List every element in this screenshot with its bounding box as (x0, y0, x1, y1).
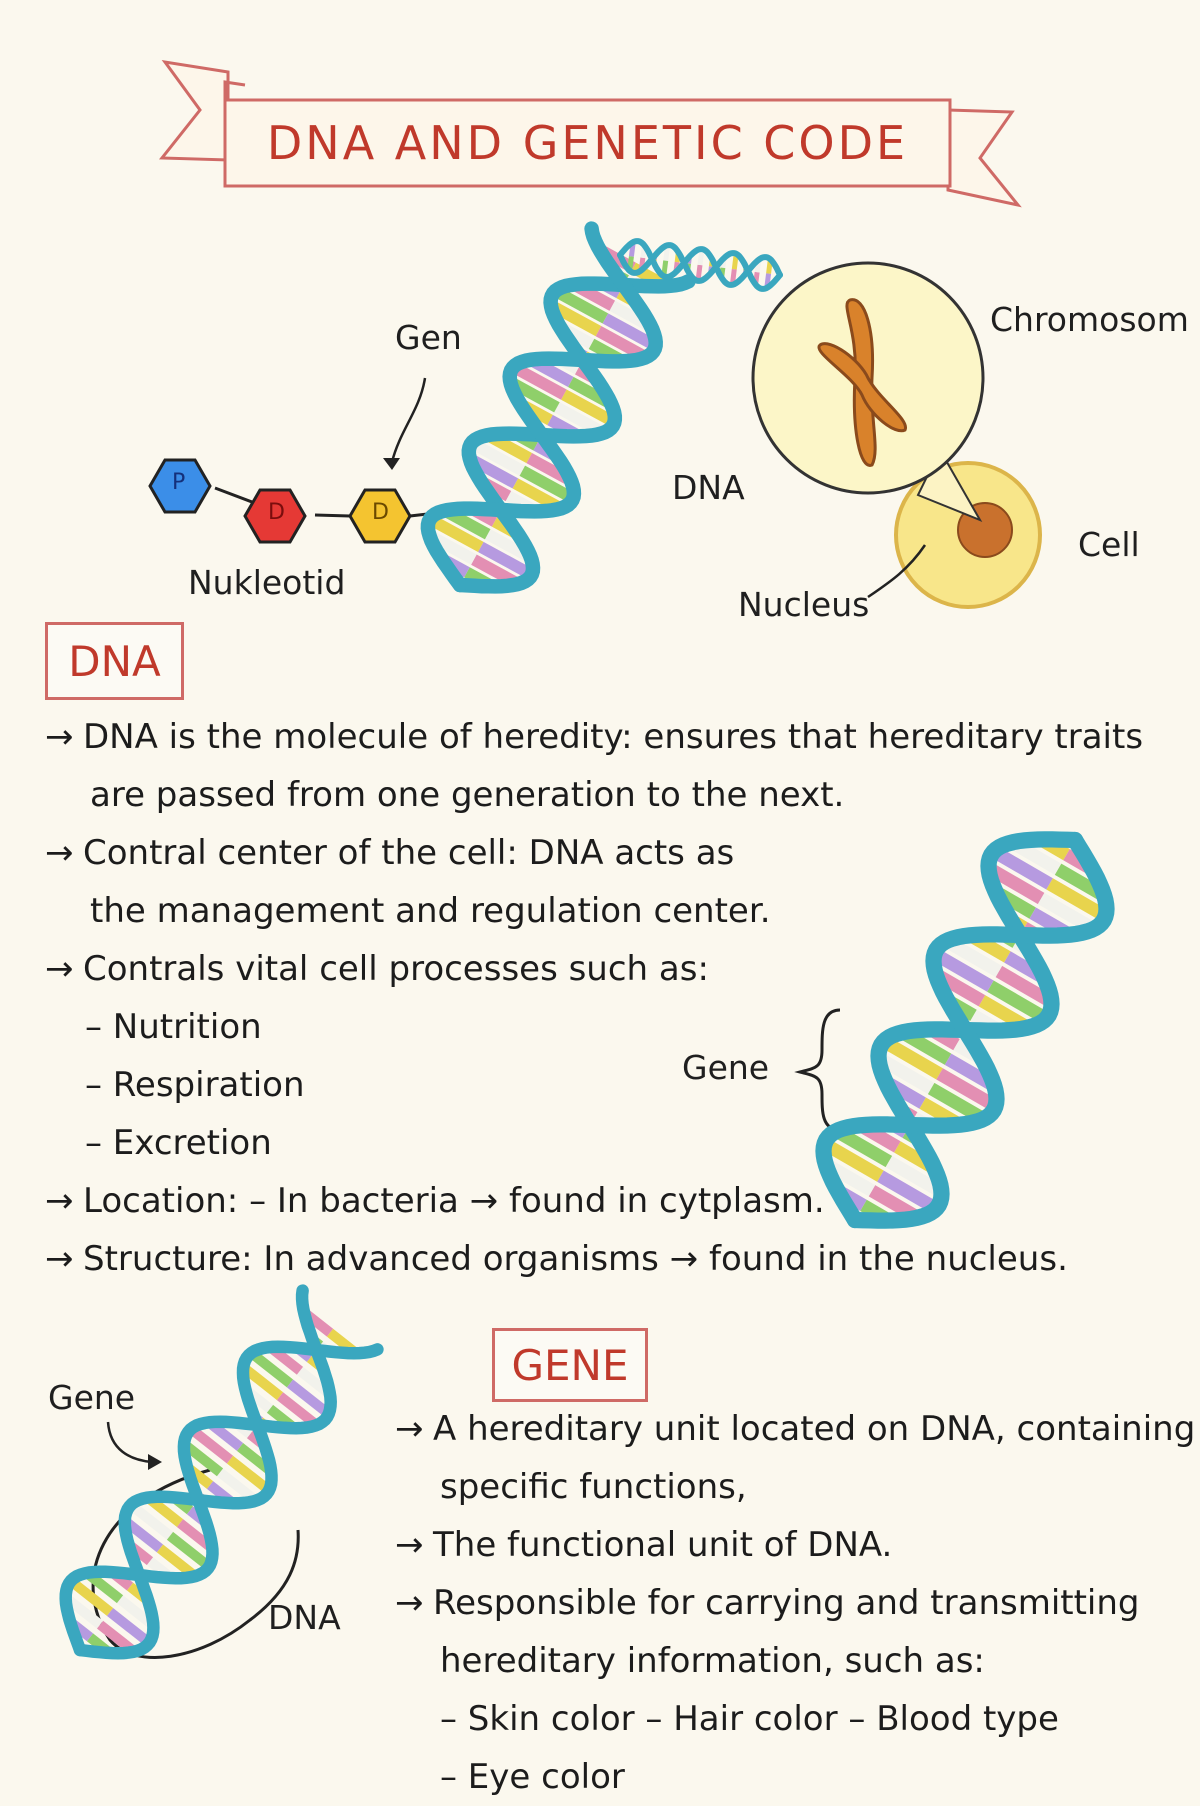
bullet-text: Contral center of the cell: DNA acts as (83, 833, 734, 873)
hexagon-d2-label: D (372, 500, 389, 525)
bullet-text: Structure: In advanced organisms → found… (83, 1239, 1068, 1279)
bullet-row: →A hereditary unit located on DNA, conta… (395, 1400, 1195, 1458)
page-title: DNA AND GENETIC CODE (225, 103, 950, 183)
bullet-continuation: specific functions, (395, 1458, 1195, 1516)
gen-arrowhead-icon (383, 458, 400, 470)
sub-item-respiration: – Respiration (45, 1056, 1143, 1114)
trait-eye-color: – Eye color (395, 1748, 1195, 1806)
bullet-row: →The functional unit of DNA. (395, 1516, 1195, 1574)
bullet-text: A hereditary unit located on DNA, contai… (433, 1409, 1195, 1449)
gene-bullet-list: →A hereditary unit located on DNA, conta… (395, 1400, 1195, 1806)
arrow-icon: → (45, 1172, 83, 1230)
bullet-text: Contrals vital cell processes such as: (83, 949, 709, 989)
bullet-text: DNA is the molecule of heredity: ensures… (83, 717, 1143, 757)
bullet-row: →Contrals vital cell processes such as: (45, 940, 1143, 998)
dna-bullet-list: →DNA is the molecule of heredity: ensure… (45, 708, 1143, 1288)
hexagon-d1-label: D (268, 500, 285, 525)
arrow-icon: → (45, 824, 83, 882)
bullet-row: →DNA is the molecule of heredity: ensure… (45, 708, 1143, 766)
dna-helix-top-icon (428, 229, 689, 587)
bullet-continuation: the management and regulation center. (45, 882, 1143, 940)
gene-bottom-pointer-arrow (108, 1422, 152, 1462)
bullet-text: Responsible for carrying and transmittin… (433, 1583, 1140, 1623)
chromosome-label: Chromosom (990, 300, 1189, 339)
gene-section-heading: GENE (492, 1328, 648, 1402)
gene-bottom-label: Gene (48, 1378, 135, 1417)
bullet-row: →Structure: In advanced organisms → foun… (45, 1230, 1143, 1288)
arrow-icon: → (45, 940, 83, 998)
arrow-icon: → (395, 1400, 433, 1458)
dna-label: DNA (672, 468, 745, 507)
gene-bottom-arrowhead-icon (148, 1454, 162, 1470)
cell-label: Cell (1078, 525, 1140, 564)
nucleus-label: Nucleus (738, 585, 869, 624)
bullet-continuation: hereditary information, such as: (395, 1632, 1195, 1690)
dna-section-heading: DNA (45, 622, 184, 700)
sub-item-nutrition: – Nutrition (45, 998, 1143, 1056)
sub-item-excretion: – Excretion (45, 1114, 1143, 1172)
bullet-text: Location: – In bacteria → found in cytpl… (83, 1181, 825, 1221)
bullet-row: →Contral center of the cell: DNA acts as (45, 824, 1143, 882)
nucleotide-chain (150, 460, 445, 542)
nucleotide-label: Nukleotid (188, 563, 345, 602)
bullet-row: →Location: – In bacteria → found in cytp… (45, 1172, 1143, 1230)
gen-pointer-arrow (392, 378, 425, 462)
arrow-icon: → (395, 1516, 433, 1574)
trait-list: – Skin color – Hair color – Blood type (395, 1690, 1195, 1748)
dna-bottom-label: DNA (268, 1598, 341, 1637)
gen-label: Gen (395, 318, 462, 357)
arrow-icon: → (45, 1230, 83, 1288)
bullet-text: The functional unit of DNA. (433, 1525, 892, 1565)
bullet-continuation: are passed from one generation to the ne… (45, 766, 1143, 824)
arrow-icon: → (395, 1574, 433, 1632)
bullet-row: →Responsible for carrying and transmitti… (395, 1574, 1195, 1632)
hexagon-p-label: P (172, 470, 185, 495)
arrow-icon: → (45, 708, 83, 766)
